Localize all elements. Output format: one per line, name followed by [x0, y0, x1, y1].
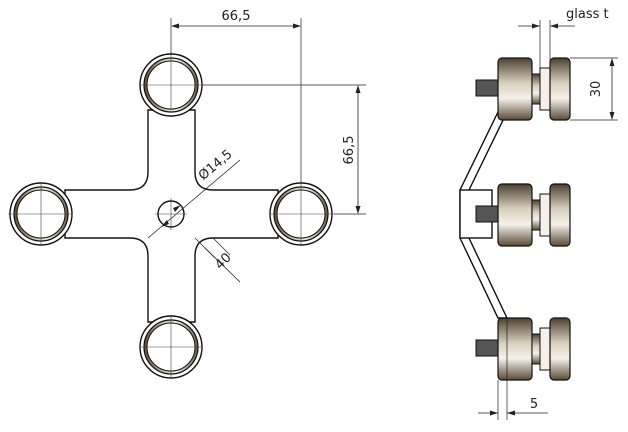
stud-bottom	[475, 339, 499, 357]
center-lines	[8, 52, 334, 378]
stud-middle	[475, 205, 499, 223]
dim-vertical: 66,5	[202, 84, 366, 215]
dim-arm-label: 40	[212, 250, 234, 272]
dim-height-label: 30	[589, 81, 604, 98]
dim-horizontal-label: 66,5	[222, 9, 251, 24]
dim-hole-label: Ø14,5	[196, 147, 236, 184]
fitting-bottom	[497, 317, 571, 381]
dim-height: 30	[570, 57, 618, 121]
dim-horizontal: 66,5	[170, 9, 302, 183]
dim-offset: 5	[478, 318, 548, 420]
spider-front-view: 66,5 66,5 Ø14,5 40	[8, 9, 366, 379]
spider-side-view: glass t 30 5	[459, 7, 618, 420]
spider-body-outline	[64, 109, 279, 323]
fitting-middle	[497, 183, 571, 247]
dim-arm: 40	[194, 237, 241, 283]
fitting-top	[497, 57, 571, 121]
dim-glass-label: glass t	[566, 7, 609, 22]
dim-glass: glass t	[518, 7, 609, 68]
stud-top	[475, 79, 499, 97]
dim-offset-label: 5	[530, 397, 538, 412]
dim-vertical-label: 66,5	[342, 136, 357, 165]
